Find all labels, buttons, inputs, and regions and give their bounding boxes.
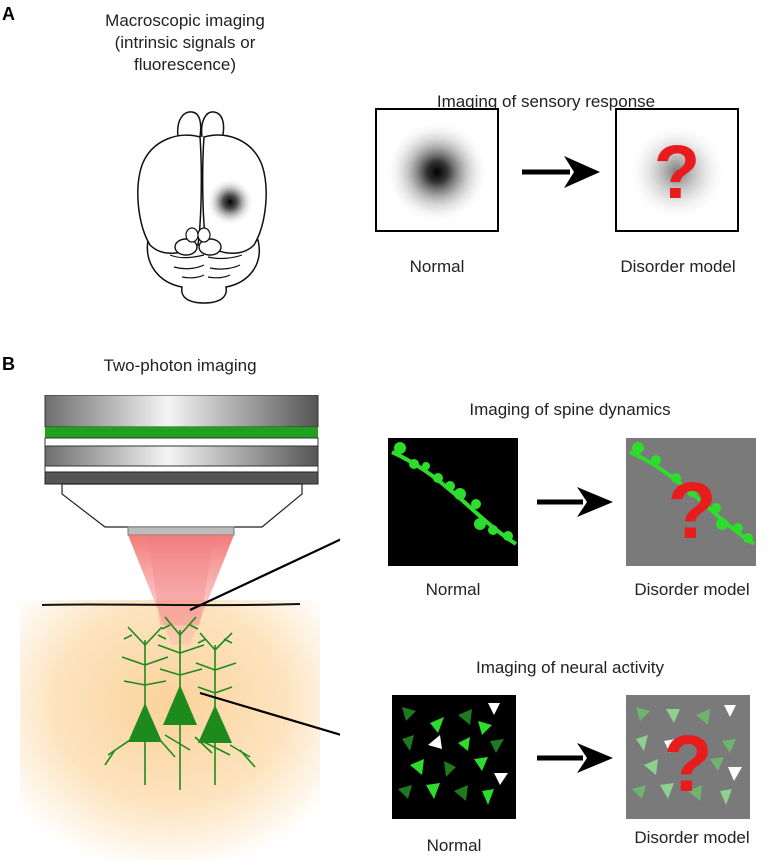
macro-title-line-3: fluorescence) (133, 55, 237, 74)
sensory-normal-image (375, 108, 499, 232)
spine-normal-image (388, 438, 518, 566)
tissue-surface-line (41, 603, 301, 607)
arrow-to-spine-image (189, 538, 340, 611)
sensory-arrow (522, 156, 600, 188)
colliculus-left (174, 238, 198, 256)
spine-question-mark: ? (668, 466, 717, 555)
macroscopic-imaging-title: Macroscopic imaging (intrinsic signals o… (85, 10, 285, 76)
left-hemisphere (137, 134, 203, 254)
neural-disorder-label: Disorder model (634, 828, 750, 847)
two-photon-setup-illustration (20, 395, 340, 860)
neural-arrow (537, 743, 613, 773)
spine-disorder-label: Disorder model (634, 580, 750, 599)
sensory-normal-label: Normal (409, 257, 465, 276)
spine-dynamics-title: Imaging of spine dynamics (469, 400, 671, 419)
neuron-soma-2 (163, 685, 197, 725)
sensory-response-title: Imaging of sensory response (436, 92, 656, 111)
spine-arrow (537, 487, 613, 517)
panel-a-letter: A (2, 4, 15, 24)
neural-disorder-image: ? (626, 695, 750, 819)
mouse-brain-illustration (137, 111, 267, 304)
sensory-question-mark: ? (654, 130, 700, 215)
macro-title-line-1: Macroscopic imaging (105, 11, 265, 30)
panel-b-letter: B (2, 354, 15, 374)
brain-tissue (20, 600, 320, 860)
colliculus-right (198, 238, 222, 256)
two-photon-title: Two-photon imaging (103, 356, 257, 375)
sensory-disorder-label: Disorder model (620, 257, 736, 276)
laser-beam (128, 535, 234, 645)
pyramidal-neurons (104, 616, 256, 790)
olfactory-bulb-left (176, 111, 202, 138)
objective-green-band (45, 427, 318, 438)
cerebellum (146, 239, 260, 304)
brain-activation-spot (206, 178, 254, 226)
neural-question-mark: ? (664, 719, 713, 808)
macro-title-line-2: (intrinsic signals or (114, 33, 256, 52)
objective-cone (61, 483, 303, 528)
spine-normal-label: Normal (425, 580, 481, 599)
neural-activity-title: Imaging of neural activity (475, 658, 665, 677)
neuron-soma-3 (198, 705, 232, 743)
olfactory-bulb-right (200, 111, 225, 140)
spine-disorder-image: ? (626, 438, 756, 566)
neural-normal-image (392, 695, 516, 819)
neural-normal-label: Normal (426, 836, 482, 855)
neuron-soma-1 (128, 703, 162, 742)
sensory-disorder-image: ? (615, 108, 739, 232)
objective-lens (127, 526, 235, 536)
arrow-to-neural-image (199, 691, 340, 736)
